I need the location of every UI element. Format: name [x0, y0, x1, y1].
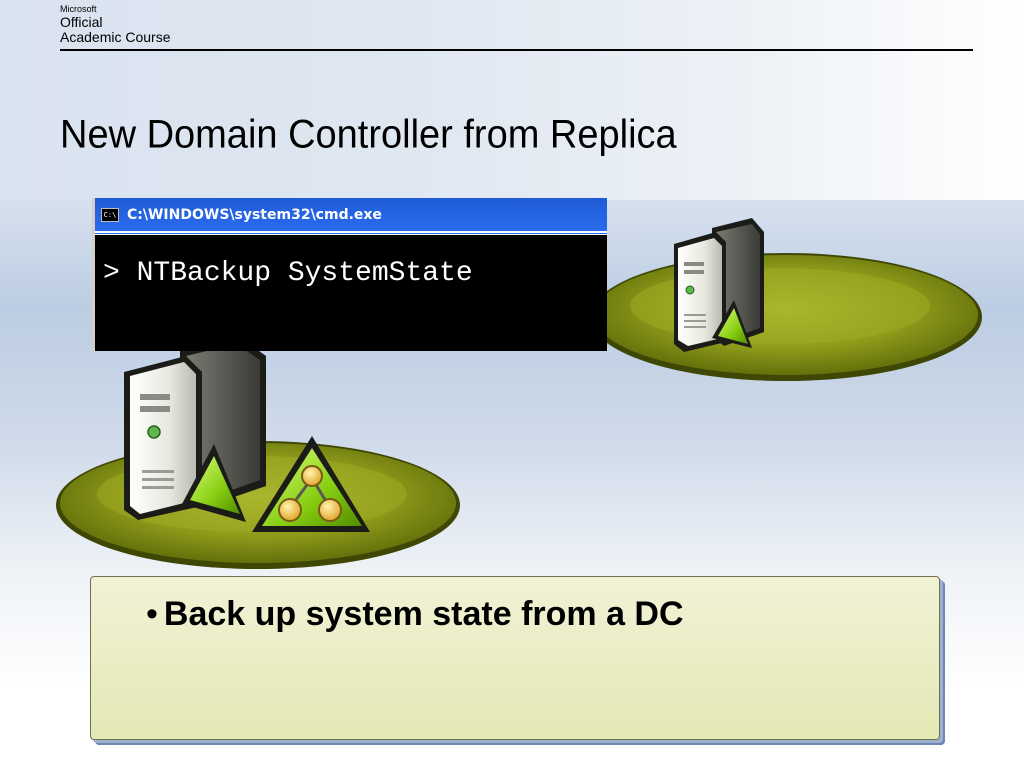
- bullet-callout: •Back up system state from a DC: [90, 576, 940, 740]
- cmd-command-text: > NTBackup SystemState: [103, 258, 473, 289]
- bullet-text: Back up system state from a DC: [164, 595, 684, 633]
- bullet-dot-icon: •: [146, 595, 158, 633]
- cmd-window-title: C:\WINDOWS\system32\cmd.exe: [127, 207, 382, 223]
- console-icon: C:\: [101, 208, 119, 222]
- bullet-item: •Back up system state from a DC: [146, 595, 684, 634]
- platform-right: [590, 253, 982, 381]
- command-prompt-window: C:\ C:\WINDOWS\system32\cmd.exe > NTBack…: [92, 198, 607, 351]
- cmd-titlebar: C:\ C:\WINDOWS\system32\cmd.exe: [95, 198, 607, 235]
